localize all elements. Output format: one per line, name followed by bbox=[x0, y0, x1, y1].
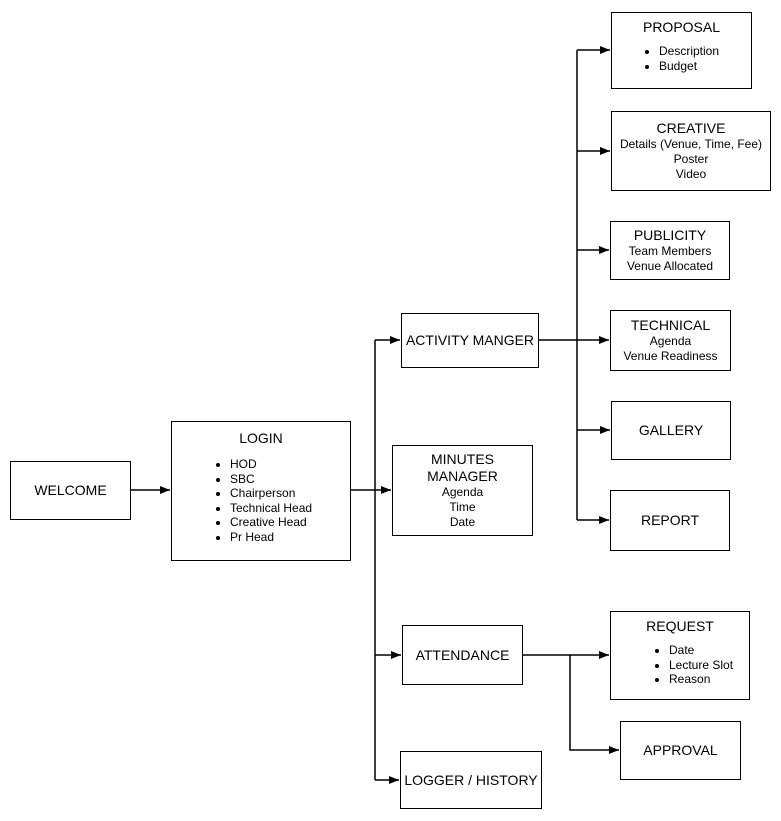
node-attendance: ATTENDANCE bbox=[402, 625, 523, 685]
node-minutes-manager: MINUTES MANAGER Agenda Time Date bbox=[392, 445, 533, 536]
node-publicity-title: PUBLICITY bbox=[633, 227, 707, 243]
node-login: LOGIN HOD SBC Chairperson Technical Head… bbox=[171, 421, 351, 561]
detail-line: Agenda bbox=[649, 334, 692, 348]
node-logger-history-title: LOGGER / HISTORY bbox=[404, 771, 538, 788]
detail-line: Date bbox=[449, 515, 476, 529]
node-creative: CREATIVE Details (Venue, Time, Fee) Post… bbox=[611, 111, 771, 191]
node-logger-history: LOGGER / HISTORY bbox=[400, 751, 542, 809]
node-welcome-title: WELCOME bbox=[34, 482, 107, 498]
node-approval-title: APPROVAL bbox=[643, 742, 718, 758]
node-publicity: PUBLICITY Team Members Venue Allocated bbox=[610, 221, 730, 280]
node-gallery-title: GALLERY bbox=[638, 422, 704, 438]
list-item: Date bbox=[669, 643, 749, 658]
node-report: REPORT bbox=[610, 490, 730, 551]
node-minutes-manager-title: MINUTES MANAGER bbox=[427, 451, 498, 484]
node-proposal-title: PROPOSAL bbox=[642, 19, 721, 35]
node-login-title: LOGIN bbox=[239, 430, 283, 446]
node-activity-manager: ACTIVITY MANGER bbox=[401, 313, 539, 368]
detail-line: Poster bbox=[673, 152, 709, 166]
connector-attendance-approval bbox=[569, 655, 619, 754]
list-item: Budget bbox=[659, 59, 751, 74]
request-items-list: Date Lecture Slot Reason bbox=[611, 643, 749, 687]
list-item: Chairperson bbox=[230, 486, 350, 501]
detail-line: Venue Allocated bbox=[626, 259, 714, 273]
technical-details: Agenda Venue Readiness bbox=[623, 334, 717, 364]
node-attendance-title: ATTENDANCE bbox=[415, 646, 510, 663]
list-item: Creative Head bbox=[230, 515, 350, 530]
creative-details: Details (Venue, Time, Fee) Poster Video bbox=[620, 137, 762, 182]
list-item: HOD bbox=[230, 457, 350, 472]
login-roles-list: HOD SBC Chairperson Technical Head Creat… bbox=[172, 457, 350, 544]
node-welcome: WELCOME bbox=[10, 461, 131, 520]
minutes-manager-details: Agenda Time Date bbox=[442, 485, 483, 530]
detail-line: Time bbox=[449, 500, 476, 514]
node-gallery: GALLERY bbox=[611, 401, 731, 460]
detail-line: Venue Readiness bbox=[623, 349, 718, 363]
detail-line: Agenda bbox=[441, 485, 484, 499]
node-activity-manager-title: ACTIVITY MANGER bbox=[405, 332, 535, 348]
list-item: Technical Head bbox=[230, 501, 350, 516]
node-creative-title: CREATIVE bbox=[656, 120, 726, 136]
detail-line: Details (Venue, Time, Fee) bbox=[619, 137, 763, 151]
node-technical-title: TECHNICAL bbox=[630, 317, 711, 333]
list-item: Reason bbox=[669, 672, 749, 687]
list-item: Lecture Slot bbox=[669, 658, 749, 673]
node-approval: APPROVAL bbox=[620, 721, 741, 780]
node-technical: TECHNICAL Agenda Venue Readiness bbox=[610, 310, 731, 371]
detail-line: Team Members bbox=[628, 244, 712, 258]
list-item: SBC bbox=[230, 472, 350, 487]
node-report-title: REPORT bbox=[640, 512, 700, 528]
list-item: Pr Head bbox=[230, 530, 350, 545]
node-request: REQUEST Date Lecture Slot Reason bbox=[610, 611, 750, 700]
node-proposal: PROPOSAL Description Budget bbox=[611, 12, 752, 89]
proposal-items-list: Description Budget bbox=[612, 44, 751, 73]
node-request-title: REQUEST bbox=[646, 618, 714, 634]
publicity-details: Team Members Venue Allocated bbox=[627, 244, 713, 274]
detail-line: Video bbox=[675, 167, 707, 181]
list-item: Description bbox=[659, 44, 751, 59]
